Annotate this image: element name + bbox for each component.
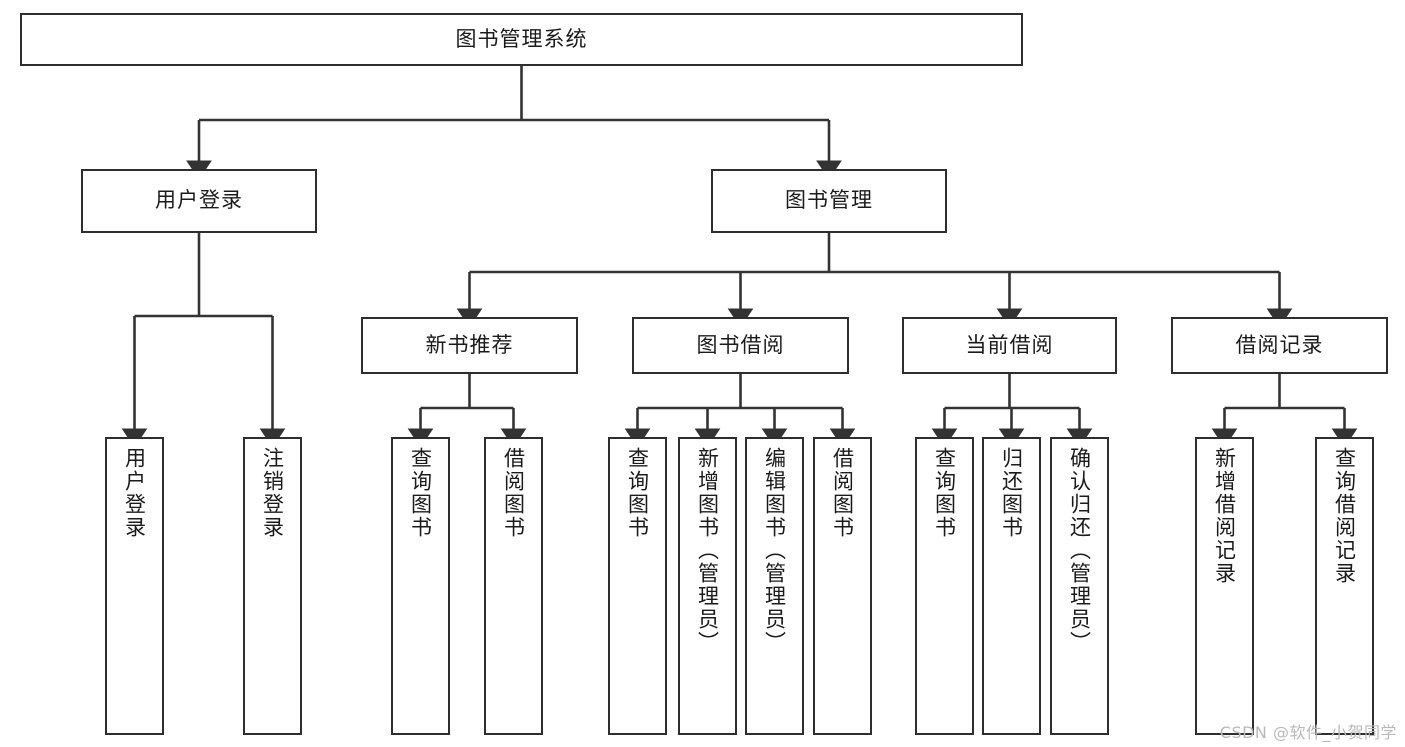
node-borrow-record[interactable]: 借阅记录 bbox=[1171, 317, 1388, 374]
node-leaf-borrow-book-recommend[interactable]: 借阅图书 bbox=[484, 437, 543, 735]
node-leaf-query-borrow-record-label: 查询借阅记录 bbox=[1332, 447, 1357, 585]
node-leaf-logout-label: 注销登录 bbox=[260, 447, 285, 539]
csdn-watermark: CSDN @软件_小贺同学 bbox=[1219, 723, 1397, 742]
node-current-borrow[interactable]: 当前借阅 bbox=[902, 317, 1117, 374]
node-borrow-record-label: 借阅记录 bbox=[1235, 332, 1324, 357]
node-user-login-label: 用户登录 bbox=[155, 188, 243, 213]
node-leaf-return-book[interactable]: 归还图书 bbox=[982, 437, 1041, 735]
node-new-book-recommend-label: 新书推荐 bbox=[425, 332, 514, 357]
node-leaf-add-borrow-record[interactable]: 新增借阅记录 bbox=[1195, 437, 1254, 735]
node-root-label: 图书管理系统 bbox=[455, 26, 588, 51]
node-leaf-query-borrow-record[interactable]: 查询借阅记录 bbox=[1315, 437, 1374, 735]
node-leaf-return-book-label: 归还图书 bbox=[999, 447, 1024, 539]
node-leaf-query-book-borrow[interactable]: 查询图书 bbox=[608, 437, 667, 735]
node-leaf-edit-book-label: 编辑图书（管理员） bbox=[762, 447, 787, 654]
node-leaf-confirm-return[interactable]: 确认归还（管理员） bbox=[1050, 437, 1109, 735]
node-book-borrow-label: 图书借阅 bbox=[696, 332, 785, 357]
node-leaf-add-borrow-record-label: 新增借阅记录 bbox=[1212, 447, 1237, 585]
node-book-borrow[interactable]: 图书借阅 bbox=[632, 317, 849, 374]
node-leaf-user-login[interactable]: 用户登录 bbox=[105, 437, 164, 735]
node-leaf-query-book-recommend-label: 查询图书 bbox=[408, 447, 433, 539]
node-leaf-query-book-recommend[interactable]: 查询图书 bbox=[391, 437, 450, 735]
node-book-management[interactable]: 图书管理 bbox=[711, 169, 947, 233]
node-leaf-logout[interactable]: 注销登录 bbox=[243, 437, 302, 735]
node-leaf-query-book-current[interactable]: 查询图书 bbox=[915, 437, 974, 735]
node-leaf-query-book-current-label: 查询图书 bbox=[932, 447, 957, 539]
node-leaf-borrow-book[interactable]: 借阅图书 bbox=[813, 437, 872, 735]
node-leaf-add-book-label: 新增图书（管理员） bbox=[695, 447, 720, 654]
node-leaf-borrow-book-recommend-label: 借阅图书 bbox=[501, 447, 526, 539]
node-leaf-edit-book[interactable]: 编辑图书（管理员） bbox=[745, 437, 804, 735]
node-leaf-borrow-book-label: 借阅图书 bbox=[830, 447, 855, 539]
node-user-login[interactable]: 用户登录 bbox=[81, 169, 317, 233]
node-new-book-recommend[interactable]: 新书推荐 bbox=[361, 317, 578, 374]
node-leaf-user-login-label: 用户登录 bbox=[122, 447, 147, 539]
node-leaf-confirm-return-label: 确认归还（管理员） bbox=[1067, 447, 1092, 654]
node-leaf-add-book[interactable]: 新增图书（管理员） bbox=[678, 437, 737, 735]
node-leaf-query-book-borrow-label: 查询图书 bbox=[625, 447, 650, 539]
node-root[interactable]: 图书管理系统 bbox=[20, 13, 1023, 66]
node-current-borrow-label: 当前借阅 bbox=[965, 332, 1054, 357]
node-book-management-label: 图书管理 bbox=[785, 188, 873, 213]
